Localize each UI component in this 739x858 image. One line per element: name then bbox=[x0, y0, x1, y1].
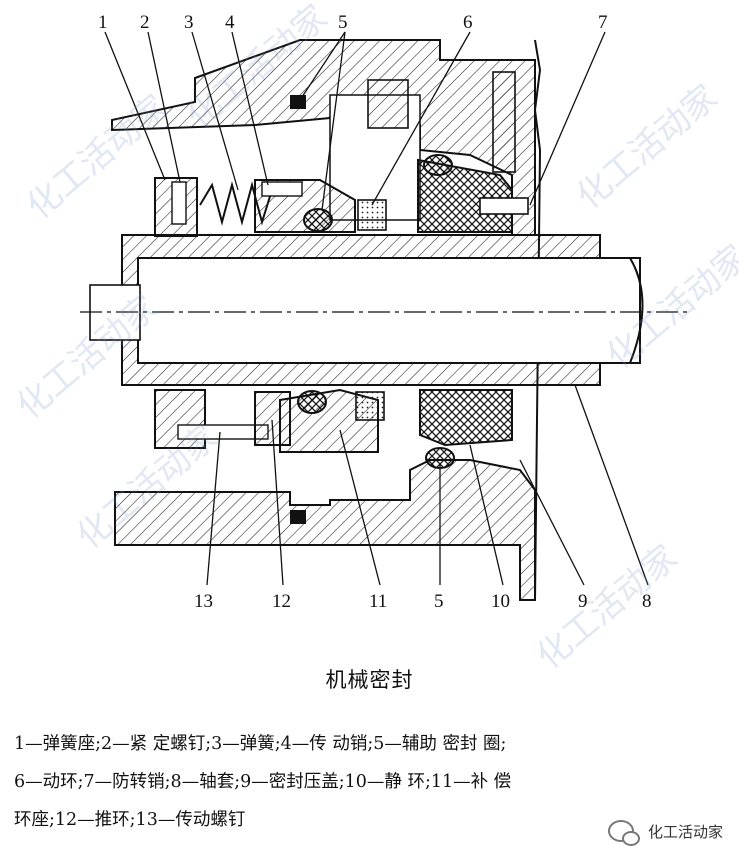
wechat-icon bbox=[607, 820, 640, 846]
callout-5-bottom: 5 bbox=[434, 591, 444, 612]
mechanical-seal-drawing: 1 2 3 4 5 6 7 13 12 11 5 10 9 8 bbox=[80, 12, 690, 612]
callout-3: 3 bbox=[184, 12, 194, 33]
gland-bolt bbox=[492, 71, 516, 173]
top-bolt bbox=[367, 79, 409, 129]
parts-legend: 1—弹簧座;2—紧 定螺钉;3—弹簧;4—传 动销;5—辅助 密封 圈; 6—动… bbox=[14, 725, 726, 839]
callout-2: 2 bbox=[140, 12, 150, 33]
drive-pin bbox=[261, 181, 303, 197]
stationary-ring-lower bbox=[419, 389, 513, 447]
aux-seal-top bbox=[290, 95, 306, 109]
callout-7: 7 bbox=[598, 12, 608, 33]
callout-4: 4 bbox=[225, 12, 235, 33]
leader-lines bbox=[104, 31, 649, 586]
callout-12: 12 bbox=[272, 591, 291, 612]
set-screw bbox=[171, 181, 187, 225]
figure-caption: 机械密封 bbox=[325, 668, 414, 692]
shaft bbox=[137, 257, 641, 364]
anti-rotation-pin bbox=[479, 197, 529, 215]
callout-10: 10 bbox=[491, 591, 510, 612]
wechat-badge: 化工活动家 bbox=[607, 820, 723, 846]
legend-line: 1—弹簧座;2—紧 定螺钉;3—弹簧;4—传 动销;5—辅助 密封 圈; bbox=[14, 734, 507, 754]
rotating-ring-lower bbox=[355, 391, 385, 421]
shaft-break bbox=[629, 257, 644, 364]
callout-5-top: 5 bbox=[338, 12, 348, 33]
o-ring-lower bbox=[297, 390, 327, 414]
aux-seal-bottom bbox=[290, 510, 306, 524]
callout-9: 9 bbox=[578, 591, 588, 612]
callout-8: 8 bbox=[642, 591, 652, 612]
legend-line: 环座;12—推环;13—传动螺钉 bbox=[14, 810, 246, 830]
callout-13: 13 bbox=[194, 591, 213, 612]
callout-11: 11 bbox=[369, 591, 387, 612]
wechat-label: 化工活动家 bbox=[647, 822, 723, 841]
o-ring-upper bbox=[303, 208, 333, 232]
callout-6: 6 bbox=[463, 12, 473, 33]
legend-line: 6—动环;7—防转销;8—轴套;9—密封压盖;10—静 环;11—补 偿 bbox=[14, 772, 512, 792]
o-ring-stat-upper bbox=[423, 154, 453, 176]
callout-1: 1 bbox=[98, 12, 108, 33]
